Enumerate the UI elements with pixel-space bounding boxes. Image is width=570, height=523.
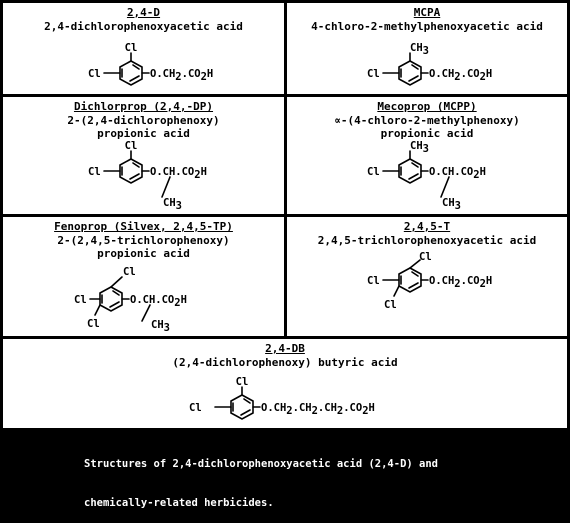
panel-title: Dichlorprop (2,4,-DP) — [73, 100, 214, 113]
chlorine-atom-label: Cl — [88, 68, 101, 80]
chlorine-atom-label: Cl — [367, 166, 380, 178]
benzene-ring — [398, 60, 422, 86]
panel-fenoprop: Fenoprop (Silvex, 2,4,5-TP) 2-(2,4,5-tri… — [3, 217, 284, 336]
panel-chemical-name: propionic acid — [97, 127, 190, 140]
benzene-ring — [99, 286, 123, 312]
panel-chemical-name: propionic acid — [380, 127, 474, 140]
chlorine-atom-label: Cl — [189, 402, 202, 414]
panel-chemical-name: (2,4-dichlorophenoxy) butyric acid — [172, 356, 398, 369]
structure-mecoprop: CH3 Cl O.CH.CO2H CH3 — [367, 140, 486, 212]
panel-mecoprop: Mecoprop (MCPP) ∝-(4-chloro-2-methylphen… — [287, 97, 567, 214]
benzene-ring — [230, 394, 254, 420]
structure-2-4-5-t: Cl Cl Cl O.CH2.CO2H — [367, 251, 492, 311]
chlorine-atom-label: Cl — [367, 275, 380, 287]
chlorine-atom-label: Cl — [384, 299, 397, 311]
panel-title: Fenoprop (Silvex, 2,4,5-TP) — [54, 220, 233, 233]
chlorine-atom-label: Cl — [419, 251, 432, 263]
benzene-ring — [119, 158, 143, 184]
bond — [141, 304, 151, 322]
panel-title: 2,4,5-T — [403, 220, 451, 233]
panel-title: 2,4-DB — [265, 342, 305, 355]
chlorine-atom-label: Cl — [367, 68, 380, 80]
panel-title: Mecoprop (MCPP) — [377, 100, 477, 113]
substituent-group-label: O.CH.CO2H — [130, 294, 187, 309]
methyl-group-label: CH3 — [151, 319, 170, 334]
bond — [440, 176, 450, 198]
methyl-group-label: CH3 — [410, 42, 429, 57]
methyl-group-label: CH3 — [163, 197, 182, 212]
chlorine-atom-label: Cl — [125, 42, 138, 54]
methyl-group-label: CH3 — [410, 140, 429, 155]
substituent-group-label: O.CH.CO2H — [429, 166, 486, 181]
bond — [161, 176, 171, 198]
benzene-ring — [119, 60, 143, 86]
panel-dichlorprop: Dichlorprop (2,4,-DP) 2-(2,4-dichlorophe… — [3, 97, 284, 214]
methyl-group-label: CH3 — [442, 197, 461, 212]
chlorine-atom-label: Cl — [87, 318, 100, 330]
chlorine-atom-label: Cl — [236, 376, 249, 388]
panel-chemical-name: 2,4-dichlorophenoxyacetic acid — [44, 20, 243, 33]
substituent-group-label: O.CH2.CO2H — [429, 68, 492, 83]
bond — [110, 276, 123, 288]
panel-2-4-d: 2,4-D 2,4-dichlorophenoxyacetic acid Cl … — [3, 3, 284, 94]
structure-fenoprop: Cl Cl Cl O.CH.CO2H CH3 — [74, 266, 187, 334]
panel-2-4-5-t: 2,4,5-T 2,4,5-trichlorophenoxyacetic aci… — [287, 217, 567, 336]
substituent-group-label: O.CH.CO2H — [150, 166, 207, 181]
panel-chemical-name: 4-chloro-2-methylphenoxyacetic acid — [311, 20, 543, 33]
bond — [94, 304, 101, 316]
structure-2-4-db: Cl Cl O.CH2.CH2.CH2.CO2H — [189, 376, 375, 420]
figure-caption: Structures of 2,4-dichlorophenoxyacetic … — [84, 432, 564, 523]
panel-title: MCPA — [413, 6, 441, 19]
bond — [409, 259, 421, 269]
bond — [393, 285, 400, 297]
caption-line: chemically-related herbicides. — [84, 497, 274, 509]
panel-chemical-name: 2,4,5-trichlorophenoxyacetic acid — [317, 234, 537, 247]
chlorine-atom-label: Cl — [88, 166, 101, 178]
panel-chemical-name: propionic acid — [97, 247, 190, 260]
panel-2-4-db: 2,4-DB (2,4-dichlorophenoxy) butyric aci… — [3, 339, 567, 428]
structure-2-4-d: Cl Cl O.CH2.CO2H — [88, 42, 213, 86]
benzene-ring — [398, 267, 422, 293]
panel-chemical-name: 2-(2,4,5-trichlorophenoxy) — [57, 234, 230, 247]
panel-mcpa: MCPA 4-chloro-2-methylphenoxyacetic acid… — [287, 3, 567, 94]
benzene-ring — [398, 158, 422, 184]
panel-title: 2,4-D — [126, 6, 161, 19]
panel-chemical-name: ∝-(4-chloro-2-methylphenoxy) — [334, 114, 520, 127]
structure-mcpa: CH3 Cl O.CH2.CO2H — [367, 42, 492, 86]
panel-chemical-name: 2-(2,4-dichlorophenoxy) — [67, 114, 220, 127]
structure-dichlorprop: Cl Cl O.CH.CO2H CH3 — [88, 140, 207, 212]
substituent-group-label: O.CH2.CO2H — [429, 275, 492, 290]
substituent-group-label: O.CH2.CO2H — [150, 68, 213, 83]
chlorine-atom-label: Cl — [123, 266, 136, 278]
chlorine-atom-label: Cl — [74, 294, 87, 306]
substituent-group-label: O.CH2.CH2.CH2.CO2H — [261, 402, 375, 417]
chlorine-atom-label: Cl — [125, 140, 138, 152]
